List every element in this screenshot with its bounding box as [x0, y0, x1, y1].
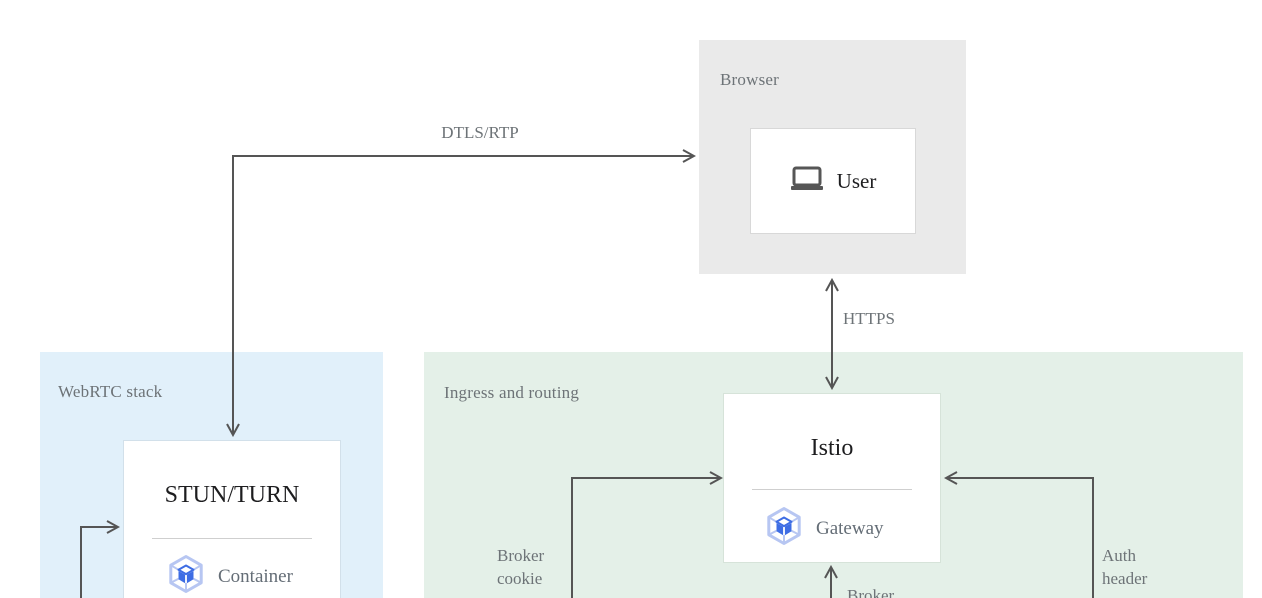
stun-turn-divider: [152, 538, 312, 539]
gateway-cube-icon: [764, 506, 804, 551]
gateway-label: Gateway: [816, 517, 884, 539]
broker-cookie-label-line1: Broker: [497, 546, 545, 565]
auth-header-label-line2: header: [1102, 569, 1148, 588]
istio-node: Istio Gateway: [723, 393, 941, 563]
dtls-rtp-label: DTLS/RTP: [441, 123, 519, 142]
ingress-panel-label: Ingress and routing: [444, 383, 580, 402]
broker-cookie-label: Broker cookie: [497, 544, 544, 590]
istio-divider: [752, 489, 912, 490]
https-label: HTTPS: [843, 309, 895, 328]
broker-cookie-label-line2: cookie: [497, 569, 543, 588]
webrtc-panel-label: WebRTC stack: [58, 382, 163, 401]
auth-header-label-line1: Auth: [1102, 546, 1136, 565]
browser-panel-label: Browser: [720, 70, 779, 89]
container-label: Container: [218, 565, 293, 587]
istio-title: Istio: [810, 435, 854, 461]
container-cube-icon: [166, 554, 206, 598]
stun-turn-title: STUN/TURN: [164, 482, 300, 508]
broker-label: Broker: [847, 586, 895, 598]
laptop-icon: [790, 166, 824, 197]
user-node: User: [750, 128, 916, 234]
auth-header-label: Auth header: [1102, 544, 1147, 590]
user-node-title: User: [836, 168, 877, 193]
stun-turn-node: STUN/TURN Container: [123, 440, 341, 598]
